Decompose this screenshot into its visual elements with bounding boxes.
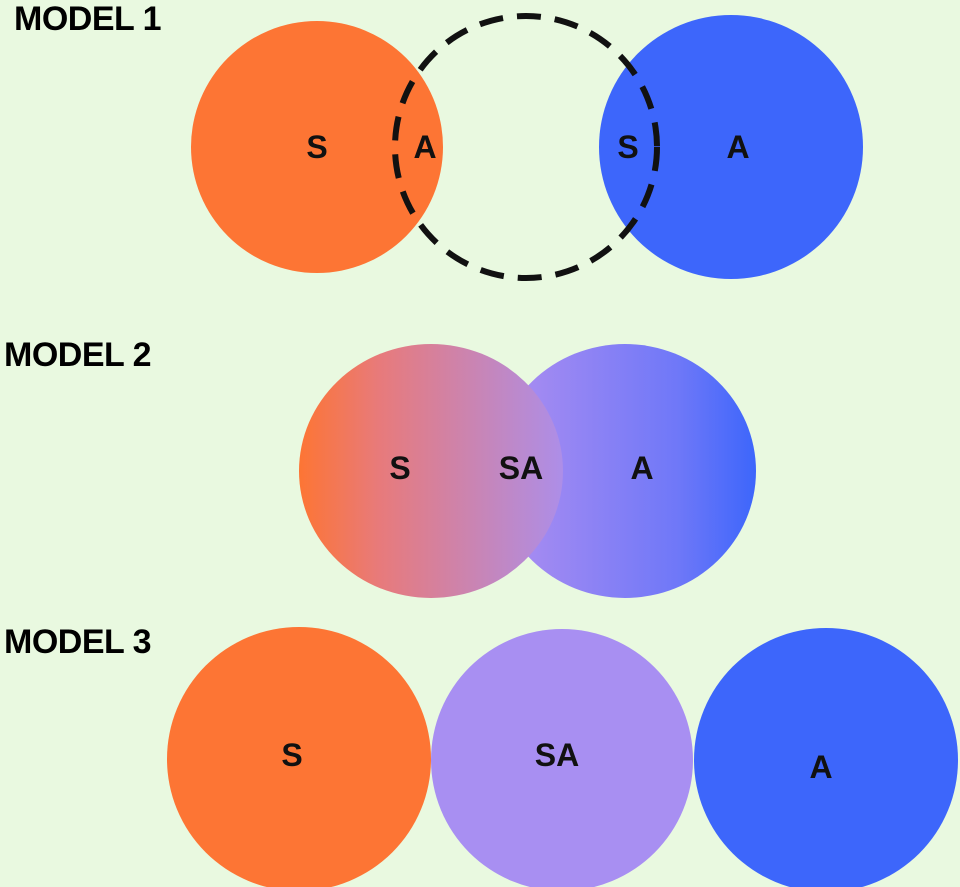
model-3-lavender-circle <box>431 629 693 887</box>
model-1-orange-circle <box>191 21 443 273</box>
model-3-a-label: A <box>809 749 832 785</box>
model-2-a-label: A <box>630 450 653 486</box>
model-1-dashed-circle <box>392 13 660 281</box>
model-1-right-s-label: S <box>617 129 638 165</box>
model-2-left-gradient-circle <box>299 344 563 598</box>
model-1-title: MODEL 1 <box>14 0 162 38</box>
model-3-blue-circle <box>694 628 958 887</box>
model-1-left-a-label: A <box>413 129 436 165</box>
model-2-s-label: S <box>389 450 410 486</box>
model-1-left-s-label: S <box>306 129 327 165</box>
model-3-s-label: S <box>281 737 302 773</box>
model-3-orange-circle <box>167 627 431 887</box>
model-3-sa-label: SA <box>535 737 579 773</box>
model-2-sa-label: SA <box>499 450 543 486</box>
model-1-blue-circle <box>599 15 863 279</box>
model-2-right-gradient-circle <box>494 344 756 598</box>
model-2-title: MODEL 2 <box>4 336 152 374</box>
model-3-title: MODEL 3 <box>4 623 152 661</box>
model-1-diagram: S A S A <box>191 13 863 281</box>
model-2-diagram: S SA A <box>299 344 756 598</box>
model-1-right-a-label: A <box>726 129 749 165</box>
model-3-diagram: S SA A <box>167 627 958 887</box>
